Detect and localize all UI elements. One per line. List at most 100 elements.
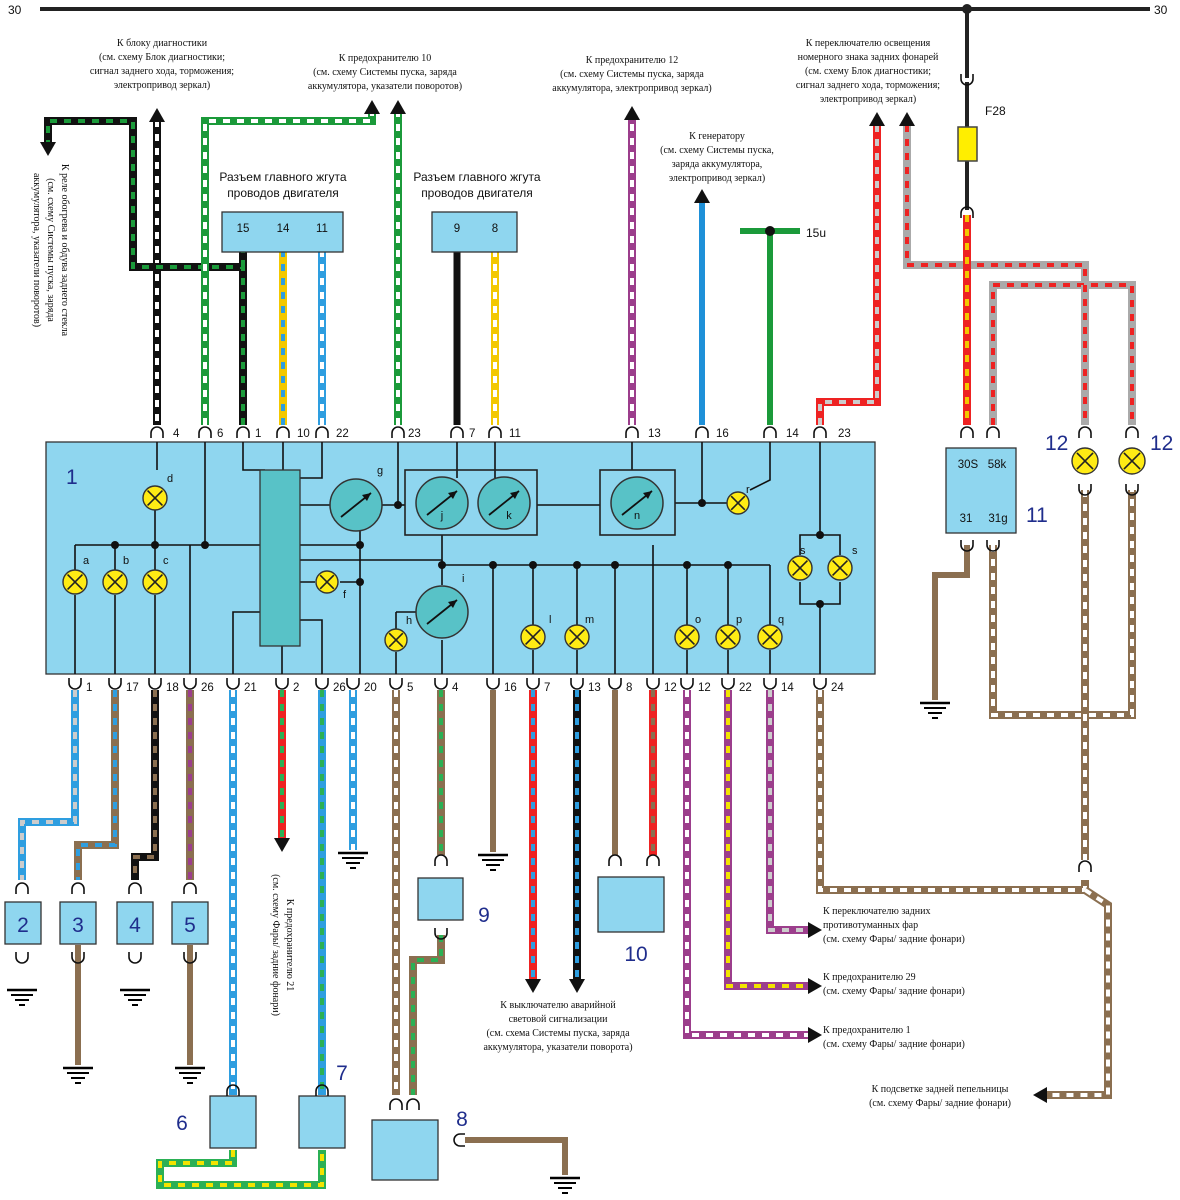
note-line: К переключателю задних — [823, 906, 931, 917]
note-line: (см. схему Фары/ задние фонари) — [823, 934, 965, 945]
bus-label-right: 30 — [1154, 3, 1168, 17]
note-diagnostics: К блоку диагностики (см. схему Блок диаг… — [90, 38, 234, 91]
plug-connector — [646, 854, 660, 866]
note-line: К предохранителю 1 — [823, 1025, 911, 1036]
note-line: (см. схему Блок диагностики; — [99, 52, 225, 63]
plug-connector — [346, 678, 360, 690]
plug-connector — [570, 678, 584, 690]
bottom-pin-number: 2 — [293, 682, 299, 694]
note-fuse21: К предохранителю 21 (см. схему Фары/ зад… — [270, 874, 295, 1016]
gauge-letter: j — [440, 510, 443, 522]
bottom-pin-number: 7 — [544, 682, 550, 694]
plug-connector — [526, 678, 540, 690]
lamp-12-label: 12 — [1045, 432, 1068, 455]
plug-connector — [71, 952, 85, 964]
note-line: (см. схему Фары/ задние фонари) — [823, 1039, 965, 1050]
plug-connector — [275, 678, 289, 690]
note-line: К предохранителю 29 — [823, 972, 916, 983]
cluster-junction-dots — [111, 499, 824, 608]
plug-connector — [108, 678, 122, 690]
bottom-pin-number: 14 — [781, 682, 794, 694]
lamp-letter: c — [163, 555, 169, 567]
lamp-letter: q — [778, 614, 784, 626]
plug-connector — [434, 678, 448, 690]
plug-connector — [1125, 426, 1139, 438]
plug-connector — [389, 1098, 403, 1110]
plug-connector — [1078, 484, 1092, 496]
component-3-box — [59, 901, 97, 945]
bottom-pin-number: 16 — [504, 682, 517, 694]
lamp-12-label: 12 — [1150, 432, 1173, 455]
note-line: сигнал заднего хода, торможения; — [796, 80, 940, 91]
conn-pin: 14 — [277, 223, 290, 235]
top-pin-number: 22 — [336, 428, 349, 440]
indicator-lamp — [384, 628, 408, 652]
top-pin-number: 13 — [648, 428, 661, 440]
harness-connector-left: 15 14 11 Разъем главного жгута проводов … — [219, 170, 347, 253]
gauge-letter: g — [377, 465, 383, 477]
bottom-pin-number: 5 — [407, 682, 413, 694]
bottom-pin-number: 24 — [831, 682, 844, 694]
component-2-box — [4, 901, 42, 945]
conn-header-line: Разъем главного жгута — [219, 170, 346, 184]
plug-connector — [406, 1098, 420, 1110]
conn-pin: 8 — [492, 223, 498, 235]
component-10-box — [597, 876, 665, 933]
conn-header-line: проводов двигателя — [421, 186, 533, 200]
note-line: К генератору — [689, 131, 745, 142]
bottom-pin-number: 26 — [333, 682, 346, 694]
harness-connector-right: 9 8 Разъем главного жгута проводов двига… — [413, 170, 541, 253]
top-pin-number: 4 — [173, 428, 180, 440]
plug-connector — [763, 426, 777, 438]
bus-label-left: 30 — [8, 3, 22, 17]
note-line: (см. схему Системы пуска, заряда — [313, 67, 457, 78]
plug-connector — [183, 952, 197, 964]
note-line: аккумулятора, указатели поворотов) — [308, 81, 462, 92]
note-line: сигнал заднего хода, торможения; — [90, 66, 234, 77]
bottom-pin-number: 4 — [452, 682, 459, 694]
note-line: противотуманных фар — [823, 920, 918, 931]
note-line: К подсветке задней пепельницы — [872, 1084, 1009, 1095]
top-pin-number: 6 — [217, 428, 223, 440]
note-line: заряда аккумулятора, — [672, 159, 763, 170]
note-line: К реле обогрева и обдува заднего стекла — [59, 164, 70, 337]
cluster-label: 1 — [66, 466, 78, 489]
note-generator: К генератору (см. схему Системы пуска, з… — [660, 131, 774, 184]
plug-connector — [1125, 484, 1139, 496]
lamp-letter: p — [736, 614, 742, 626]
plug-connector — [960, 540, 974, 552]
note-line: (см. схему Фары/ задние фонари) — [823, 986, 965, 997]
indicator-lamp — [1118, 447, 1146, 475]
plug-connector — [1078, 426, 1092, 438]
lamp-letter: l — [549, 614, 551, 626]
bottom-pin-number: 18 — [166, 682, 179, 694]
top-pin-number: 11 — [509, 428, 521, 440]
instrument-cluster: 1 — [45, 441, 876, 675]
bottom-pin-number: 12 — [698, 682, 711, 694]
gauge-letter: n — [634, 510, 640, 522]
plug-connector — [389, 678, 403, 690]
fuse-body — [957, 126, 978, 162]
note-line: электропривод зеркал) — [669, 173, 765, 184]
gauge-g: g — [329, 465, 383, 532]
plug-connector — [813, 426, 827, 438]
top-pin-number: 1 — [255, 428, 261, 440]
ignition-label: 15u — [806, 226, 826, 240]
wires — [18, 12, 1136, 1189]
lamp-letter: o — [695, 614, 701, 626]
plug-connector — [695, 426, 709, 438]
relay-pin: 31g — [988, 513, 1007, 525]
component-2-label: 2 — [17, 914, 29, 937]
gauge-i: i — [415, 573, 469, 639]
bottom-pin-number: 17 — [126, 682, 139, 694]
note-line: номерного знака задних фонарей — [798, 52, 939, 63]
component-5-box — [171, 901, 209, 945]
bottom-pin-number: 13 — [588, 682, 601, 694]
plug-connector — [276, 426, 290, 438]
note-line: световой сигнализации — [509, 1014, 608, 1025]
plug-connector — [721, 678, 735, 690]
plug-connector — [680, 678, 694, 690]
plug-connector — [763, 678, 777, 690]
relay-11: 30S 58k 31 31g 11 — [945, 447, 1048, 534]
